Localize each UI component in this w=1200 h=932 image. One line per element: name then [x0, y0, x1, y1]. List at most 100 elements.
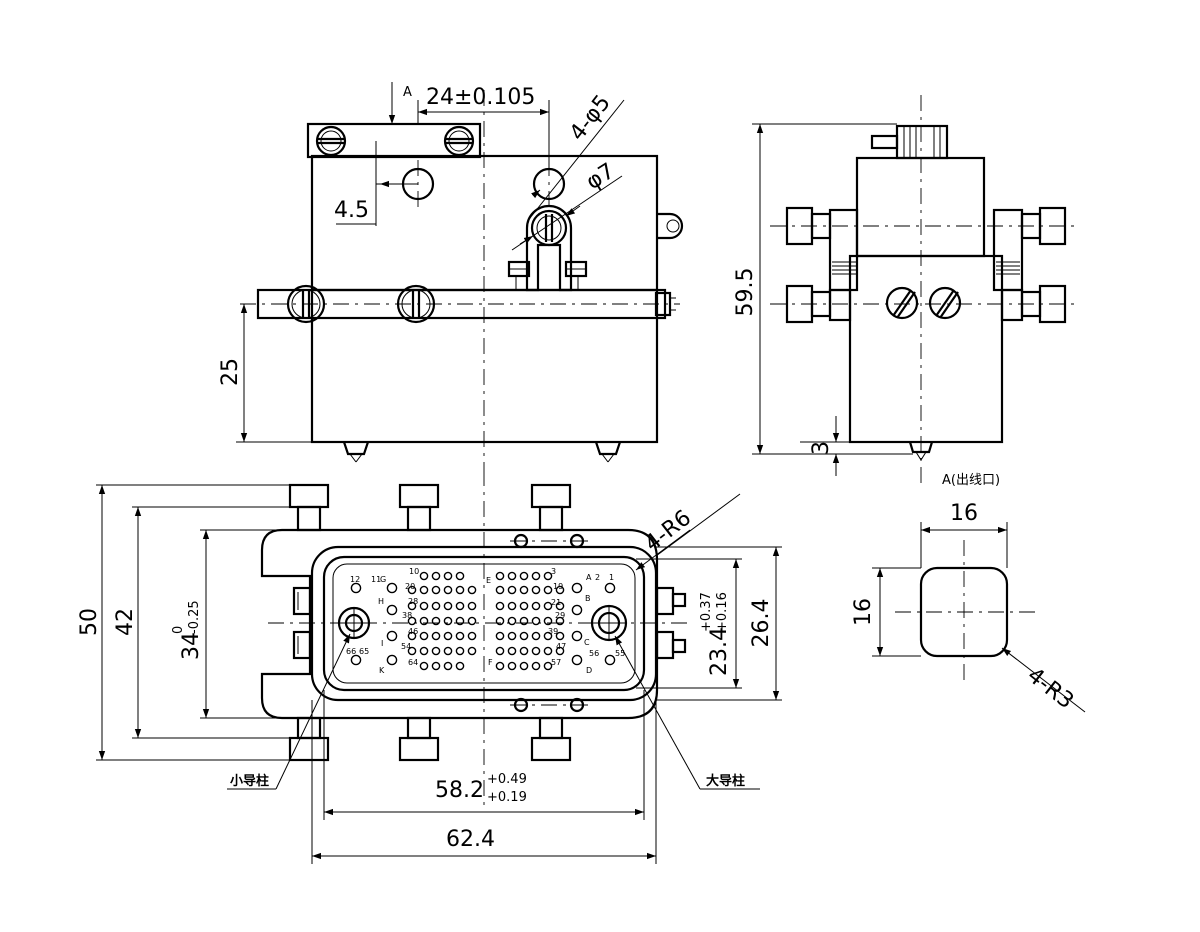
contact-pin: [455, 585, 465, 595]
dim-58-2: 58.2: [435, 778, 484, 803]
view-a: A(出线口) 16 16 4-R3: [851, 473, 1086, 714]
contact-pin: [443, 585, 453, 595]
contact-pin: [531, 646, 541, 656]
side-screw-right: [928, 286, 962, 320]
view-a-title: A(出线口): [942, 473, 1000, 488]
contact-label: 65: [359, 647, 369, 656]
dim-4-r3: 4-R3: [1022, 663, 1078, 714]
contact-label: C: [584, 638, 590, 647]
dim-16-height: 16: [851, 598, 876, 626]
contact-label: 2: [595, 573, 600, 582]
contact-pin: [455, 631, 465, 641]
contact-pin: [507, 631, 517, 641]
contact-pin: [443, 661, 453, 671]
contact-pin: [431, 616, 441, 626]
dim-4-r6: 4-R6: [640, 505, 696, 556]
dim-4-d5: 4-φ5: [565, 91, 616, 146]
contact-label: 11: [371, 575, 381, 584]
contact-pin: [419, 631, 429, 641]
contact-pin: [543, 601, 553, 611]
contact-pin: [455, 661, 465, 671]
contact-pin: [507, 601, 517, 611]
contact-label: I: [381, 639, 383, 648]
stud-top-2: [398, 483, 440, 509]
dim-34: 34: [179, 632, 204, 660]
section-a-label: A: [403, 85, 412, 100]
contact-pin: [507, 661, 517, 671]
top-screw-right: [443, 125, 475, 157]
contact-pin: [507, 571, 517, 581]
foot-right: [594, 441, 622, 456]
power-contact-pin: [571, 654, 583, 666]
contact-label: K: [379, 666, 385, 675]
contact-labels: 12 11 G 10 E 3 A 2 1 20 19 H 28 B 21 38 …: [346, 567, 625, 675]
dim-23-4-tol-lower: +0.16: [715, 592, 730, 632]
contact-label: 54: [401, 642, 411, 651]
power-contact-pin: [386, 654, 398, 666]
contact-pin: [519, 661, 529, 671]
dim-58-2-tol-upper: +0.49: [487, 772, 527, 787]
contact-pin: [519, 585, 529, 595]
contact-pin: [531, 661, 541, 671]
contact-pin: [407, 631, 417, 641]
power-contact-pin: [386, 582, 398, 594]
power-contact-pin: [350, 582, 362, 594]
contact-pin: [407, 646, 417, 656]
contact-pin: [555, 601, 565, 611]
contact-label: 57: [551, 658, 561, 667]
contact-pin: [531, 571, 541, 581]
dim-24: 24±0.105: [426, 85, 535, 110]
contact-label: 20: [405, 582, 415, 591]
contact-pin: [495, 646, 505, 656]
contact-label: 10: [409, 567, 419, 576]
contact-pin: [543, 616, 553, 626]
contact-pin: [431, 631, 441, 641]
dim-50: 50: [77, 608, 102, 636]
power-contact-pin: [571, 604, 583, 616]
contact-pin: [531, 631, 541, 641]
dim-4-5: 4.5: [334, 198, 369, 223]
contact-pin: [543, 571, 553, 581]
top-screw-left: [315, 125, 347, 157]
contact-pin: [555, 646, 565, 656]
dim-26-4: 26.4: [749, 599, 774, 648]
contact-pin: [431, 601, 441, 611]
front-view-dimensions: A 24±0.105 4-φ5 φ7 4.5 25: [218, 82, 625, 443]
contact-pin-field: [350, 571, 616, 671]
contact-pin: [431, 646, 441, 656]
contact-pin: [555, 631, 565, 641]
contact-pin: [443, 616, 453, 626]
contact-pin: [419, 661, 429, 671]
contact-pin: [407, 616, 417, 626]
contact-pin: [519, 601, 529, 611]
contact-pin: [495, 631, 505, 641]
power-contact-pin: [386, 630, 398, 642]
contact-label: 64: [408, 658, 418, 667]
power-contact-pin: [350, 654, 362, 666]
contact-pin: [419, 585, 429, 595]
contact-pin: [543, 585, 553, 595]
contact-pin: [531, 585, 541, 595]
small-guide-pin-label: 小导柱: [230, 773, 269, 789]
contact-label: 46: [408, 627, 418, 636]
contact-label: 12: [350, 575, 360, 584]
contact-label: 55: [615, 649, 625, 658]
top-mounting-bar: [306, 122, 482, 159]
contact-pin: [531, 601, 541, 611]
contact-label: 56: [589, 649, 599, 658]
side-upper-body: [855, 156, 986, 258]
contact-pin: [455, 601, 465, 611]
side-screw-left: [885, 286, 919, 320]
dim-59-5: 59.5: [733, 268, 758, 317]
contact-label: D: [586, 666, 592, 675]
contact-label: E: [486, 576, 491, 585]
contact-label: 21: [551, 598, 561, 607]
contact-pin: [531, 616, 541, 626]
contact-pin: [495, 616, 505, 626]
contact-pin: [467, 631, 477, 641]
foot-left: [342, 441, 370, 456]
contact-pin: [443, 571, 453, 581]
contact-pin: [467, 601, 477, 611]
contact-pin: [467, 585, 477, 595]
